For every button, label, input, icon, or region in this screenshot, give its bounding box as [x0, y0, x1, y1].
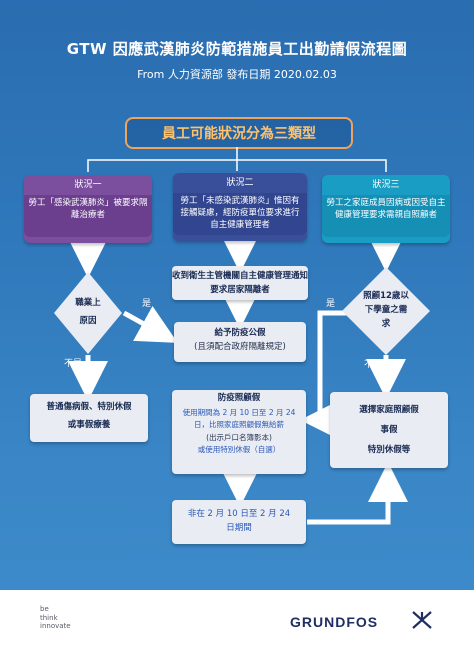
- care-leave-line-2: 日，比照家庭照顧假無給薪: [194, 420, 284, 429]
- brand-mark-icon: [412, 611, 432, 629]
- family-care-line-3: 特別休假等: [367, 445, 411, 455]
- page-title: GTW 因應武漢肺炎防範措施員工出勤請假流程圖: [66, 40, 408, 58]
- outside-period-line-1: 非在 2 月 10 日至 2 月 24: [187, 509, 291, 519]
- brand-logo-text: GRUNDFOS: [290, 614, 379, 630]
- outside-period-box: 非在 2 月 10 日至 2 月 24 日期間: [172, 500, 306, 544]
- childcare-decision-label-3: 求: [381, 319, 391, 329]
- childcare-decision-label-1: 照顧12歲以: [363, 291, 409, 301]
- page-subtitle: From 人力資源部 發布日期 2020.02.03: [137, 68, 337, 81]
- health-notice-box: 收到衛生主管機關自主健康管理通知要求居家隔離者: [172, 266, 308, 300]
- family-care-line-1: 選擇家庭照顧假: [359, 405, 419, 415]
- childcare-decision-label-2: 下學童之需: [364, 305, 408, 315]
- sick-leave-line-2: 或事假療養: [67, 420, 111, 430]
- situation-two-text: 勞工「未感染武漢肺炎」惟因有接觸疑慮，經防疫單位要求進行自主健康管理者: [180, 196, 300, 230]
- situation-banner: 員工可能狀況分為三類型: [125, 117, 353, 149]
- outside-period-line-2: 日期間: [226, 523, 252, 533]
- situation-one-card: 狀況一 勞工「感染武漢肺炎」被要求隔離治療者: [24, 175, 152, 243]
- situation-one-body-bar: 勞工「感染武漢肺炎」被要求隔離治療者: [24, 195, 152, 237]
- family-care-line-2: 事假: [380, 425, 398, 435]
- childcare-decision: 照顧12歲以 下學童之需 求: [340, 265, 432, 357]
- slogan-be: be: [40, 605, 49, 613]
- slogan-innovate: innovate: [40, 622, 71, 630]
- right-no-label: 不是: [364, 360, 383, 370]
- care-leave-title: 防疫照顧假: [217, 393, 261, 403]
- occupational-decision-label-1: 職業上: [75, 298, 101, 308]
- sick-leave-box: 普通傷病假、特別休假 或事假療養: [30, 394, 148, 442]
- footer: be think innovate GRUNDFOS: [0, 590, 474, 665]
- right-yes-arrow: [300, 310, 350, 440]
- family-care-box: 選擇家庭照顧假 事假 特別休假等: [330, 392, 448, 468]
- slogan-think: think: [40, 613, 58, 622]
- decision-diamond-shape-right: [342, 267, 430, 355]
- left-yes-label: 是: [142, 299, 152, 309]
- care-leave-box: 防疫照顧假 使用期間為 2 月 10 日至 2 月 24 日，比照家庭照顧假無給…: [172, 390, 306, 474]
- decision-diamond-shape: [54, 272, 122, 354]
- situation-three-card: 狀況三 勞工之家庭成員因病或因受自主健康管理要求需親自照顧者: [322, 175, 450, 243]
- situation-two-card: 狀況二 勞工「未感染武漢肺炎」惟因有接觸疑慮，經防疫單位要求進行自主健康管理者: [173, 173, 307, 241]
- situation-two-body-bar: 勞工「未感染武漢肺炎」惟因有接觸疑慮，經防疫單位要求進行自主健康管理者: [173, 193, 307, 235]
- occupational-decision-label-2: 原因: [79, 316, 97, 326]
- left-yes-arrow: [122, 305, 178, 343]
- sick-leave-line-1: 普通傷病假、特別休假: [46, 402, 132, 412]
- epidemic-leave-title: 給予防疫公假: [214, 328, 266, 338]
- situation-three-body-bar: 勞工之家庭成員因病或因受自主健康管理要求需親自照顧者: [322, 195, 450, 237]
- situation-one-heading: 狀況一: [74, 180, 102, 190]
- epidemic-leave-note: (且須配合政府隔離規定): [194, 342, 286, 352]
- epidemic-leave-box: 給予防疫公假 (且須配合政府隔離規定): [174, 322, 306, 362]
- occupational-decision: 職業上 原因: [52, 270, 124, 356]
- right-yes-label: 是: [326, 299, 336, 309]
- situation-three-heading: 狀況三: [372, 180, 400, 190]
- left-no-label: 不是: [64, 359, 83, 369]
- outside-to-family-arrow: [307, 462, 408, 525]
- care-leave-line-1: 使用期間為 2 月 10 日至 2 月 24: [182, 407, 296, 417]
- slogan: be think innovate: [40, 605, 71, 631]
- flow-connectors: [68, 232, 408, 525]
- care-leave-line-3: (出示戶口名簿影本): [206, 432, 272, 442]
- situation-one-text: 勞工「感染武漢肺炎」被要求隔離治療者: [28, 198, 148, 220]
- care-leave-line-4: 或使用特別休假（自選）: [197, 445, 281, 454]
- situation-three-text: 勞工之家庭成員因病或因受自主健康管理要求需親自照顧者: [326, 198, 446, 220]
- situation-two-heading: 狀況二: [226, 178, 254, 188]
